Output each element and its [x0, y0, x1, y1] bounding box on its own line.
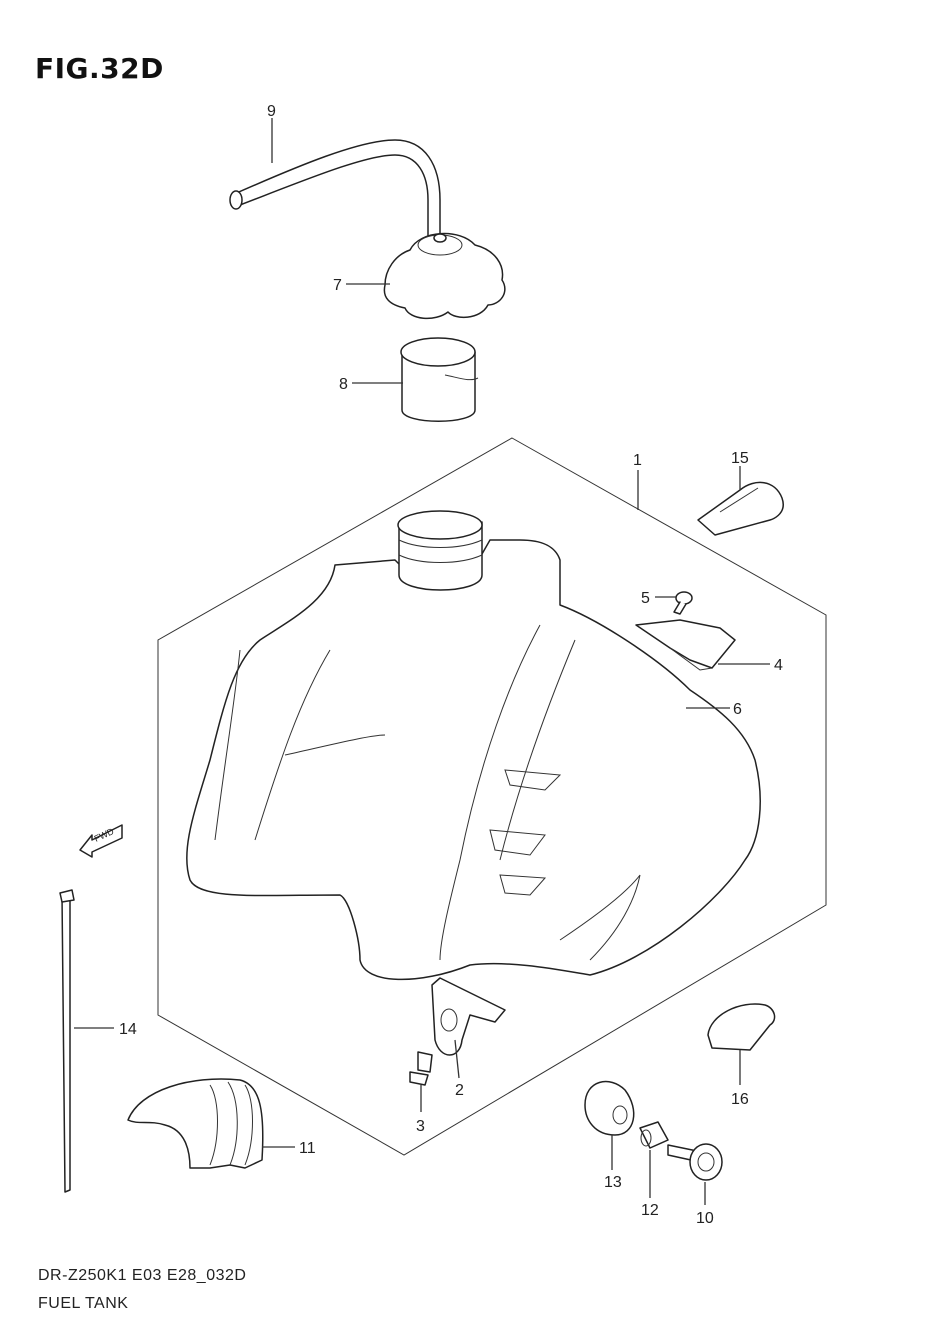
callout-9: 9	[267, 103, 276, 120]
callout-12: 12	[641, 1202, 659, 1219]
callout-4: 4	[774, 657, 783, 674]
model-code: DR-Z250K1 E03 E28_032D	[38, 1267, 247, 1284]
fuel-cap-part	[383, 232, 506, 320]
collar-12-part	[639, 1121, 669, 1149]
screw-5-part	[673, 591, 693, 615]
section-name: FUEL TANK	[38, 1295, 129, 1312]
fuel-tank-part	[186, 510, 761, 981]
cushion-rubber-11-part	[127, 1078, 264, 1169]
leader-lines	[74, 118, 770, 1205]
callout-1: 1	[633, 452, 642, 469]
callout-2: 2	[455, 1082, 464, 1099]
band-14-part	[59, 889, 75, 1193]
fwd-arrow-icon: FWD	[79, 824, 123, 858]
breather-hose-part	[229, 139, 441, 256]
figure-title: FIG.32D	[35, 52, 164, 85]
bracket-4-part	[635, 619, 736, 671]
bolt-10-part	[667, 1143, 723, 1181]
grommet-13-part	[584, 1080, 635, 1136]
cushion-16-part	[707, 1003, 776, 1051]
callout-14: 14	[119, 1021, 137, 1038]
callout-16: 16	[731, 1091, 749, 1108]
callout-13: 13	[604, 1174, 622, 1191]
callout-3: 3	[416, 1118, 425, 1135]
bolt-3-part	[409, 1051, 433, 1086]
callout-7: 7	[333, 277, 342, 294]
bracket-2-part	[431, 977, 506, 1056]
cap-gasket-part	[400, 337, 479, 422]
callout-5: 5	[641, 590, 650, 607]
callout-10: 10	[696, 1210, 714, 1227]
assembly-boundary	[157, 437, 827, 1156]
callout-11: 11	[299, 1140, 316, 1157]
callout-8: 8	[339, 376, 348, 393]
callout-15: 15	[731, 450, 749, 467]
callout-6: 6	[733, 701, 742, 718]
callout-labels: 1 2 3 4 5 6 7 8 9 10 11 12 13 14 15 16	[119, 103, 783, 1227]
clip-15-part	[697, 481, 784, 536]
